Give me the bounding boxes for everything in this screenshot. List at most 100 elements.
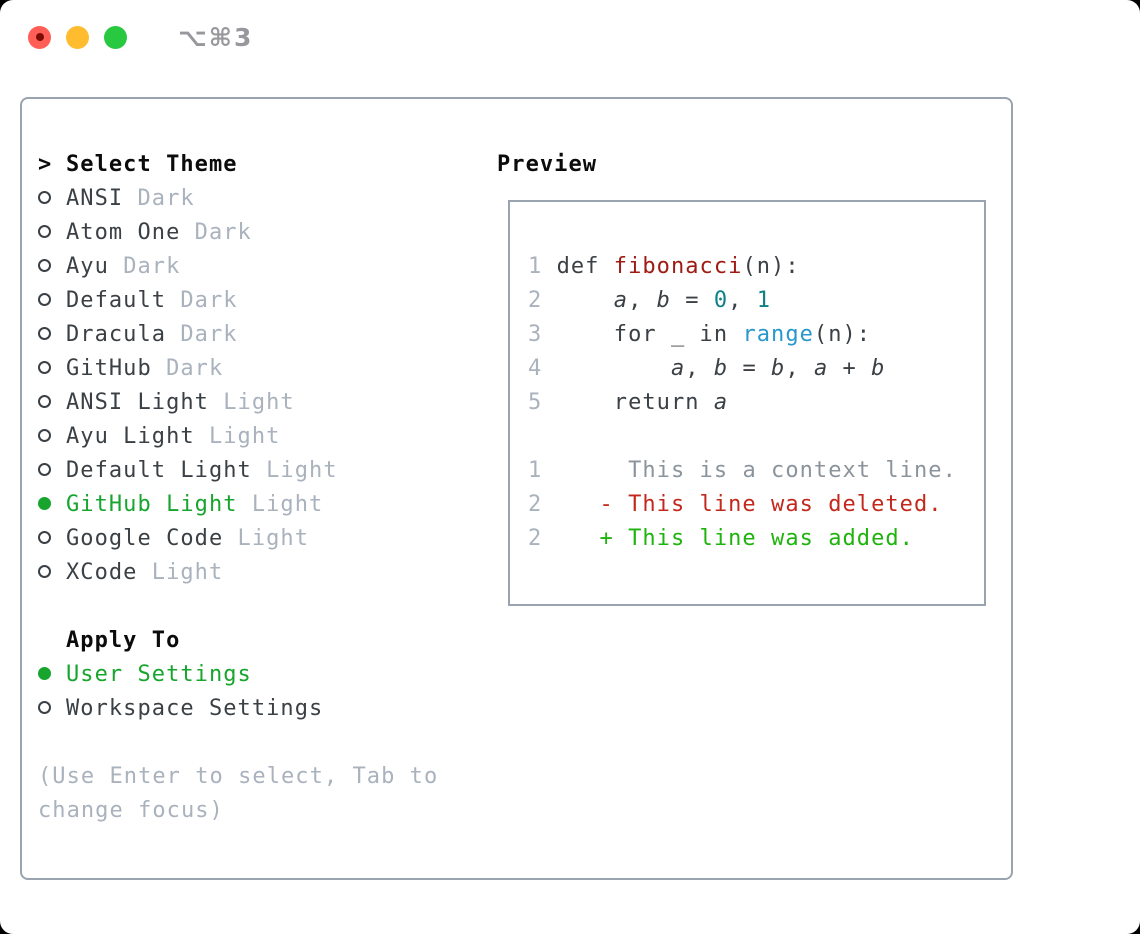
- theme-variant-tag: Dark: [166, 356, 224, 381]
- theme-option-xcode[interactable]: XCode Light: [38, 556, 438, 590]
- theme-option-label: Dracula: [66, 322, 167, 347]
- theme-variant-tag: Dark: [180, 288, 238, 313]
- theme-option-label: Atom One: [66, 220, 181, 245]
- theme-option-ayu[interactable]: Ayu Dark: [38, 250, 438, 284]
- radio-icon: [38, 259, 51, 272]
- code-segment-code: for _ in: [556, 322, 743, 347]
- code-segment-code: [557, 288, 614, 313]
- minimize-button-icon[interactable]: [66, 25, 89, 49]
- code-line-blank: [528, 420, 984, 454]
- code-segment-ln: 1: [528, 254, 557, 279]
- code-segment-code: [557, 458, 628, 483]
- help-text-line1: (Use Enter to select, Tab to: [38, 764, 439, 789]
- theme-option-ansi-light[interactable]: ANSI Light Light: [38, 386, 438, 420]
- code-segment-ln: 2: [528, 492, 557, 517]
- radio-icon: [38, 395, 51, 408]
- code-segment-bi: range: [742, 322, 814, 347]
- theme-option-label: GitHub: [66, 356, 152, 381]
- code-segment-code: (n):: [813, 322, 872, 347]
- radio-selected-icon: [38, 667, 51, 680]
- theme-variant-tag: Light: [251, 492, 324, 517]
- code-segment-code: ,: [728, 288, 757, 313]
- theme-option-github[interactable]: GitHub Dark: [38, 352, 438, 386]
- code-segment-var: b: [713, 356, 729, 381]
- code-segment-code: return: [556, 390, 714, 415]
- code-segment-add: + This line was added.: [599, 526, 914, 551]
- code-segment-code: =: [728, 356, 772, 381]
- theme-menu-title: Select Theme: [66, 152, 238, 177]
- theme-option-google-code[interactable]: Google Code Light: [38, 522, 438, 556]
- radio-icon: [38, 565, 51, 578]
- code-segment-code: =: [670, 288, 714, 313]
- theme-variant-tag: Light: [266, 458, 338, 483]
- theme-option-ansi[interactable]: ANSI Dark: [38, 182, 438, 216]
- code-line: 2 - This line was deleted.: [528, 488, 984, 522]
- radio-icon: [38, 361, 51, 374]
- code-line: 2 a, b = 0, 1: [528, 284, 984, 318]
- theme-option-atom-one[interactable]: Atom One Dark: [38, 216, 438, 250]
- code-segment-code: [557, 356, 671, 381]
- theme-option-github-light[interactable]: GitHub Light Light: [38, 488, 438, 522]
- code-line: 1 This is a context line.: [528, 454, 984, 488]
- radio-icon: [38, 327, 51, 340]
- close-button-icon[interactable]: [28, 25, 51, 49]
- code-segment-code: ,: [785, 356, 814, 381]
- apply-option-label: User Settings: [66, 662, 252, 687]
- code-line: 2 + This line was added.: [528, 522, 984, 556]
- code-segment-code: [557, 492, 600, 517]
- code-segment-var: b: [771, 356, 786, 381]
- theme-variant-tag: Light: [237, 526, 310, 551]
- theme-option-label: Default: [66, 288, 167, 313]
- code-segment-var: a: [613, 288, 629, 313]
- code-line: 5 return a: [528, 386, 984, 420]
- help-text-line2: change focus): [38, 798, 224, 823]
- theme-option-label: ANSI: [66, 186, 124, 211]
- code-line: 1 def fibonacci(n):: [528, 250, 984, 284]
- theme-variant-tag: Dark: [180, 322, 238, 347]
- focus-prompt-icon: >: [38, 152, 53, 177]
- titlebar: ⌥⌘3: [28, 22, 254, 52]
- apply-option-workspace-settings[interactable]: Workspace Settings: [38, 692, 438, 726]
- theme-option-label: GitHub Light: [66, 492, 238, 517]
- code-segment-del: - This line was deleted.: [599, 492, 943, 517]
- code-segment-ln: 3: [528, 322, 557, 347]
- radio-icon: [38, 225, 51, 238]
- radio-icon: [38, 701, 51, 714]
- zoom-button-icon[interactable]: [104, 25, 127, 49]
- code-segment-num: 1: [756, 288, 772, 313]
- code-segment-ln: 2: [528, 288, 557, 313]
- spacer-row: [38, 590, 438, 624]
- code-segment-var: a: [813, 356, 829, 381]
- theme-option-ayu-light[interactable]: Ayu Light Light: [38, 420, 438, 454]
- spacer-row: [38, 726, 438, 760]
- theme-option-label: Default Light: [66, 458, 252, 483]
- window-shortcut-label: ⌥⌘3: [178, 22, 254, 52]
- theme-variant-tag: Dark: [137, 186, 195, 211]
- code-segment-ctx: This is a context line.: [628, 458, 957, 483]
- code-segment-code: (n):: [742, 254, 800, 279]
- theme-option-label: Google Code: [66, 526, 224, 551]
- theme-option-label: XCode: [66, 560, 138, 585]
- radio-icon: [38, 191, 51, 204]
- code-segment-var: a: [670, 356, 686, 381]
- code-segment-var: b: [871, 356, 886, 381]
- theme-option-default[interactable]: Default Dark: [38, 284, 438, 318]
- preview-title: Preview: [497, 152, 598, 177]
- radio-selected-icon: [38, 497, 51, 510]
- code-line: 3 for _ in range(n):: [528, 318, 984, 352]
- theme-menu-header: > Select Theme: [38, 148, 438, 182]
- apply-to-header: Apply To: [38, 624, 438, 658]
- theme-option-dracula[interactable]: Dracula Dark: [38, 318, 438, 352]
- theme-option-default-light[interactable]: Default Light Light: [38, 454, 438, 488]
- code-segment-num: 0: [713, 288, 729, 313]
- theme-variant-tag: Dark: [194, 220, 252, 245]
- theme-option-label: Ayu: [66, 254, 109, 279]
- theme-option-label: Ayu Light: [66, 424, 195, 449]
- apply-option-user-settings[interactable]: User Settings: [38, 658, 438, 692]
